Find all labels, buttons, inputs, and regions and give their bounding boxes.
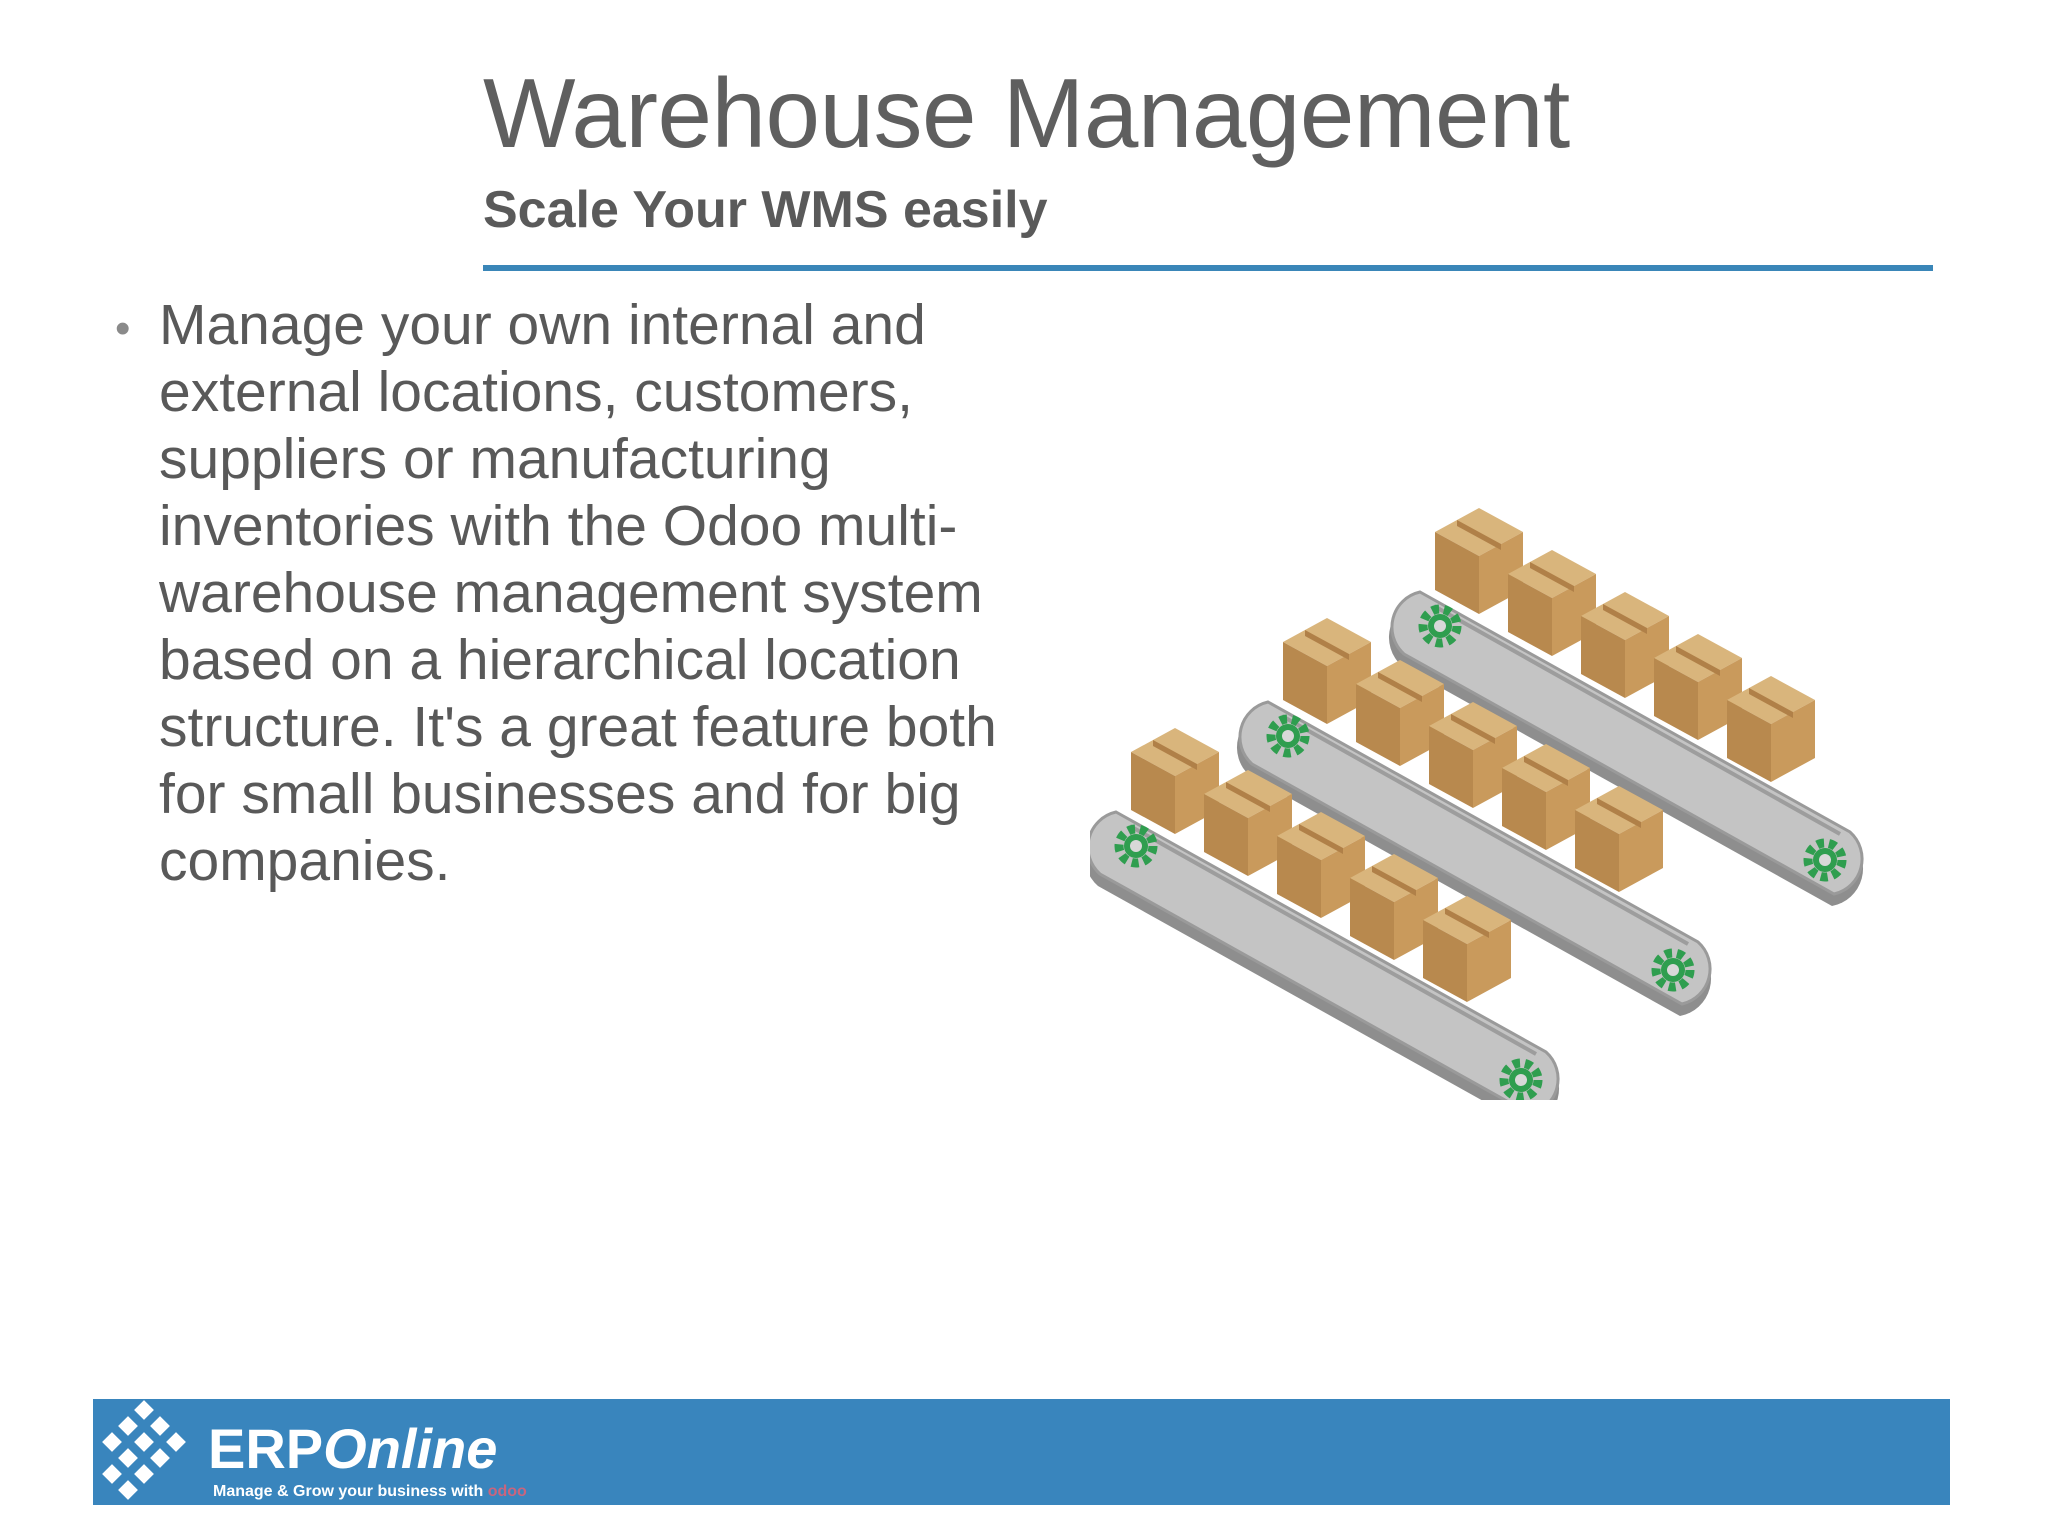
erponline-logo-icon	[102, 1400, 186, 1500]
logo-wordmark-online: Online	[323, 1417, 498, 1480]
title-underline	[483, 265, 1933, 271]
footer-banner: ERPOnline Manage & Grow your business wi…	[93, 1399, 1950, 1505]
bullet-text: Manage your own internal and external lo…	[159, 293, 997, 893]
logo-tagline-brand: odoo	[487, 1483, 527, 1500]
slide-subtitle: Scale Your WMS easily	[483, 181, 1048, 239]
logo-wordmark: ERPOnline	[208, 1421, 497, 1477]
logo-tagline-text: Manage & Grow your business with	[213, 1483, 488, 1500]
bullet-icon: •	[115, 304, 131, 353]
slide-title: Warehouse Management	[483, 58, 1570, 168]
logo-wordmark-erp: ERP	[208, 1417, 324, 1480]
logo-tagline: Manage & Grow your business with odoo	[213, 1483, 527, 1501]
conveyor-belts-illustration	[1090, 508, 1866, 1100]
bullet-list: • Manage your own internal and external …	[115, 292, 1035, 895]
